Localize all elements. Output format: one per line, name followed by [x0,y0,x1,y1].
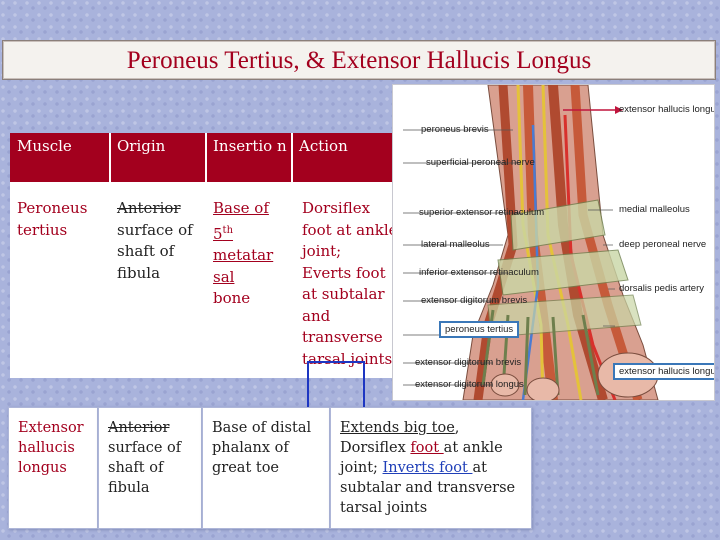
label-medial-malleolus: medial malleolus [619,204,690,215]
cell2-insertion: Base of distal phalanx of great toe [202,407,330,529]
title-box: Peroneus Tertius, & Extensor Hallucis Lo… [2,40,716,80]
header-origin: Origin [117,137,166,155]
everts-highlight-box [307,361,365,411]
header-row-bg [10,133,412,183]
label-lateral-malleolus: lateral malleolus [421,239,490,250]
label-superficial-peroneal-nerve: superficial peroneal nerve [426,157,535,168]
cell-muscle: Peroneus tertius [10,195,110,241]
extends-big-toe-text: Extends big toe [340,420,455,436]
cell-insertion: Base of 5th metatar sal bone [206,195,292,310]
row-divider [10,182,412,184]
peroneus-tertius-table: Muscle Origin Insertio n Action Peroneus… [10,133,412,411]
label-superior-extensor-retinaculum: superior extensor retinaculum [419,207,545,218]
label-peroneus-tertius: peroneus tertius [439,321,520,338]
label-extensor-digitorum-longus: extensor digitorum longus [415,379,524,390]
extensor-hallucis-longus-table: Extensor hallucis longus Anterior surfac… [8,407,532,529]
label-peroneus-brevis: peroneus brevis [421,124,489,135]
cell-origin: Anterior surface of shaft of fibula [110,195,206,284]
cell2-action: Extends big toe, Dorsiflex foot at ankle… [330,407,532,529]
label-extensor-hallucis-longus-lower: extensor hallucis longus [613,363,714,380]
label-inferior-extensor-retinaculum: inferior extensor retinaculum [419,267,539,278]
column-divider [291,133,293,378]
cell2-muscle: Extensor hallucis longus [8,407,98,529]
column-divider [109,133,111,378]
page-title: Peroneus Tertius, & Extensor Hallucis Lo… [126,47,592,74]
label-extensor-digitorum-brevis-lower: extensor digitorum brevis [415,357,522,368]
header-action: Action [299,137,348,155]
cell2-origin: Anterior surface of shaft of fibula [98,407,202,529]
column-divider [205,133,207,378]
label-extensor-digitorum-brevis: extensor digitorum brevis [421,295,528,306]
label-deep-peroneal-nerve: deep peroneal nerve [619,239,707,250]
foot-anatomy-illustration: extensor hallucis longus peroneus brevis… [392,84,715,401]
header-insertion: Insertio n [213,137,287,155]
label-dorsalis-pedis-artery: dorsalis pedis artery [619,283,705,294]
label-extensor-hallucis-longus: extensor hallucis longus [619,104,715,115]
header-muscle: Muscle [17,137,72,155]
